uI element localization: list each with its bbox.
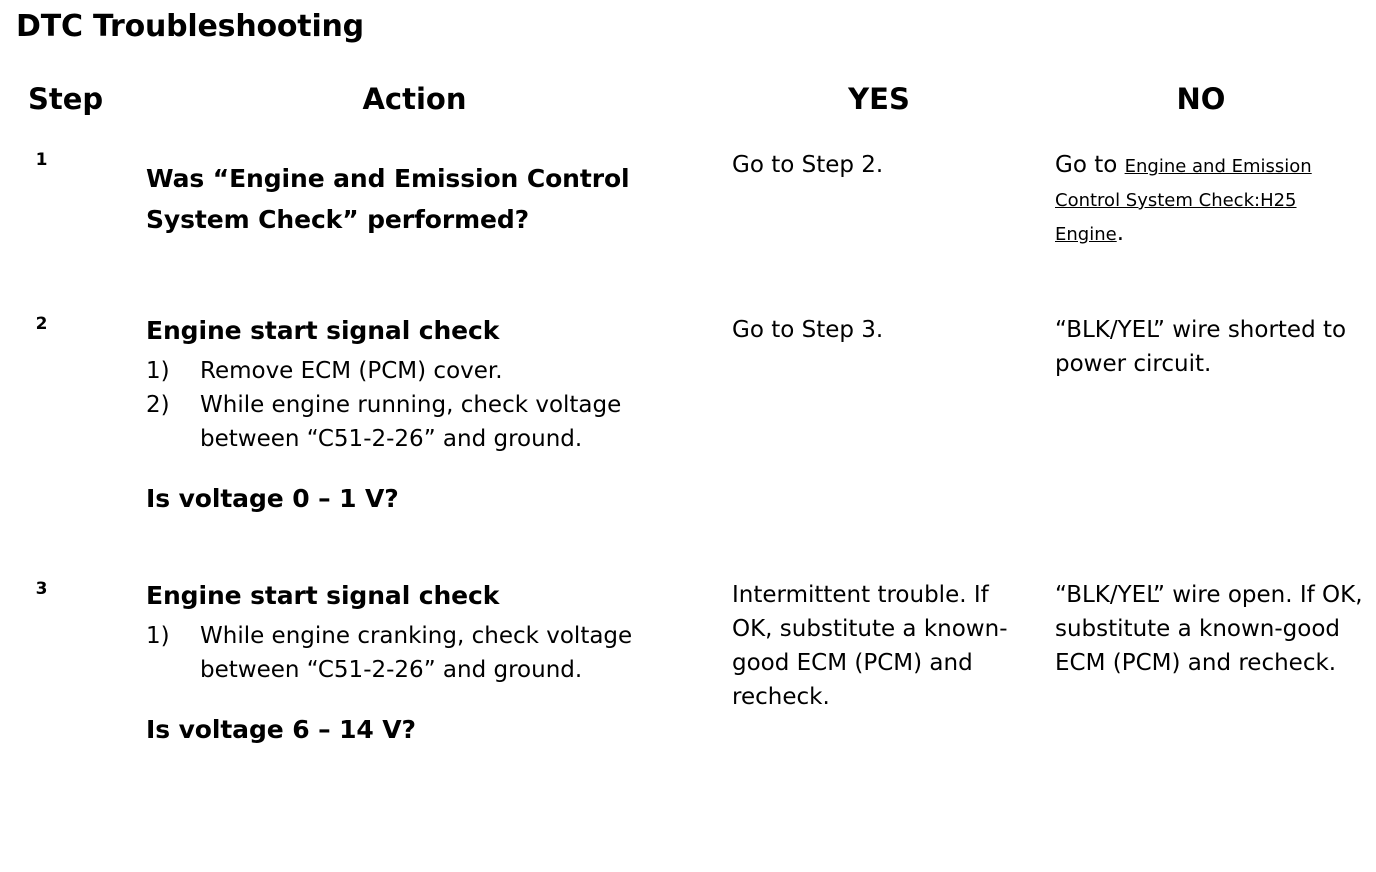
substep-marker: 1) bbox=[146, 623, 170, 649]
action-heading: Engine start signal check bbox=[146, 581, 500, 610]
action-question: Is voltage 6 – 14 V? bbox=[146, 715, 416, 744]
no-cell: “BLK/YEL” wire shorted to power circuit. bbox=[1054, 284, 1376, 516]
step-cell: 2 bbox=[0, 284, 145, 516]
spacer-cell bbox=[0, 250, 145, 284]
step-number: 2 bbox=[35, 314, 48, 334]
substep-list: 1) While engine cranking, check voltage … bbox=[146, 619, 710, 687]
no-cell: “BLK/YEL” wire open. If OK, substitute a… bbox=[1054, 550, 1376, 747]
reference-link[interactable]: Engine and Emission Control System Check… bbox=[1055, 156, 1312, 245]
yes-answer: Go to Step 2. bbox=[732, 152, 884, 178]
list-item: 2) While engine running, check voltage b… bbox=[146, 388, 710, 456]
no-answer: “BLK/YEL” wire shorted to power circuit. bbox=[1055, 317, 1347, 377]
action-cell: Engine start signal check 1) Remove ECM … bbox=[145, 284, 732, 516]
action-heading: Engine start signal check bbox=[146, 316, 500, 345]
spacer-cell bbox=[1054, 250, 1376, 284]
substep-text: While engine running, check voltage betw… bbox=[200, 392, 622, 452]
table-row: 2 Engine start signal check 1) Remove EC… bbox=[0, 284, 1376, 516]
no-answer-suffix: . bbox=[1116, 220, 1125, 246]
no-cell: Go to Engine and Emission Control System… bbox=[1054, 130, 1376, 250]
spacer-cell bbox=[145, 250, 732, 284]
spacer-cell bbox=[732, 516, 1054, 550]
no-answer: “BLK/YEL” wire open. If OK, substitute a… bbox=[1055, 582, 1363, 676]
page-title: DTC Troubleshooting bbox=[16, 9, 364, 44]
dtc-troubleshooting-table: Step Action YES NO 1 Was “Engine and Emi… bbox=[0, 82, 1376, 747]
action-cell: Was “Engine and Emission Control System … bbox=[145, 130, 732, 250]
step-cell: 1 bbox=[0, 130, 145, 250]
no-answer: Go to Engine and Emission Control System… bbox=[1055, 148, 1364, 250]
table-body: 1 Was “Engine and Emission Control Syste… bbox=[0, 130, 1376, 747]
yes-cell: Intermittent trouble. If OK, substitute … bbox=[732, 550, 1054, 747]
row-spacer bbox=[0, 516, 1376, 550]
step-number: 1 bbox=[35, 150, 48, 170]
action-heading: Was “Engine and Emission Control System … bbox=[146, 164, 630, 234]
substep-text: While engine cranking, check voltage bet… bbox=[200, 623, 633, 683]
column-header-yes: YES bbox=[848, 82, 910, 116]
substep-marker: 1) bbox=[146, 358, 170, 384]
action-cell: Engine start signal check 1) While engin… bbox=[145, 550, 732, 747]
spacer-cell bbox=[1054, 516, 1376, 550]
list-item: 1) Remove ECM (PCM) cover. bbox=[146, 354, 710, 388]
yes-answer: Intermittent trouble. If OK, substitute … bbox=[732, 582, 1008, 710]
spacer-cell bbox=[145, 516, 732, 550]
table-row: 1 Was “Engine and Emission Control Syste… bbox=[0, 130, 1376, 250]
table-header: Step Action YES NO bbox=[0, 82, 1376, 130]
spacer-cell bbox=[0, 516, 145, 550]
step-cell: 3 bbox=[0, 550, 145, 747]
column-header-step: Step bbox=[28, 82, 104, 116]
action-question: Is voltage 0 – 1 V? bbox=[146, 484, 399, 513]
substep-marker: 2) bbox=[146, 392, 170, 418]
step-number: 3 bbox=[35, 579, 48, 599]
table-header-row: Step Action YES NO bbox=[0, 82, 1376, 130]
substep-list: 1) Remove ECM (PCM) cover. 2) While engi… bbox=[146, 354, 710, 456]
table-row: 3 Engine start signal check 1) While eng… bbox=[0, 550, 1376, 747]
yes-answer: Go to Step 3. bbox=[732, 317, 884, 343]
column-header-no: NO bbox=[1176, 82, 1226, 116]
list-item: 1) While engine cranking, check voltage … bbox=[146, 619, 710, 687]
substep-text: Remove ECM (PCM) cover. bbox=[200, 358, 503, 384]
spacer-cell bbox=[732, 250, 1054, 284]
yes-cell: Go to Step 2. bbox=[732, 130, 1054, 250]
column-header-action: Action bbox=[362, 82, 467, 116]
no-answer-prefix: Go to bbox=[1055, 152, 1125, 178]
yes-cell: Go to Step 3. bbox=[732, 284, 1054, 516]
row-spacer bbox=[0, 250, 1376, 284]
